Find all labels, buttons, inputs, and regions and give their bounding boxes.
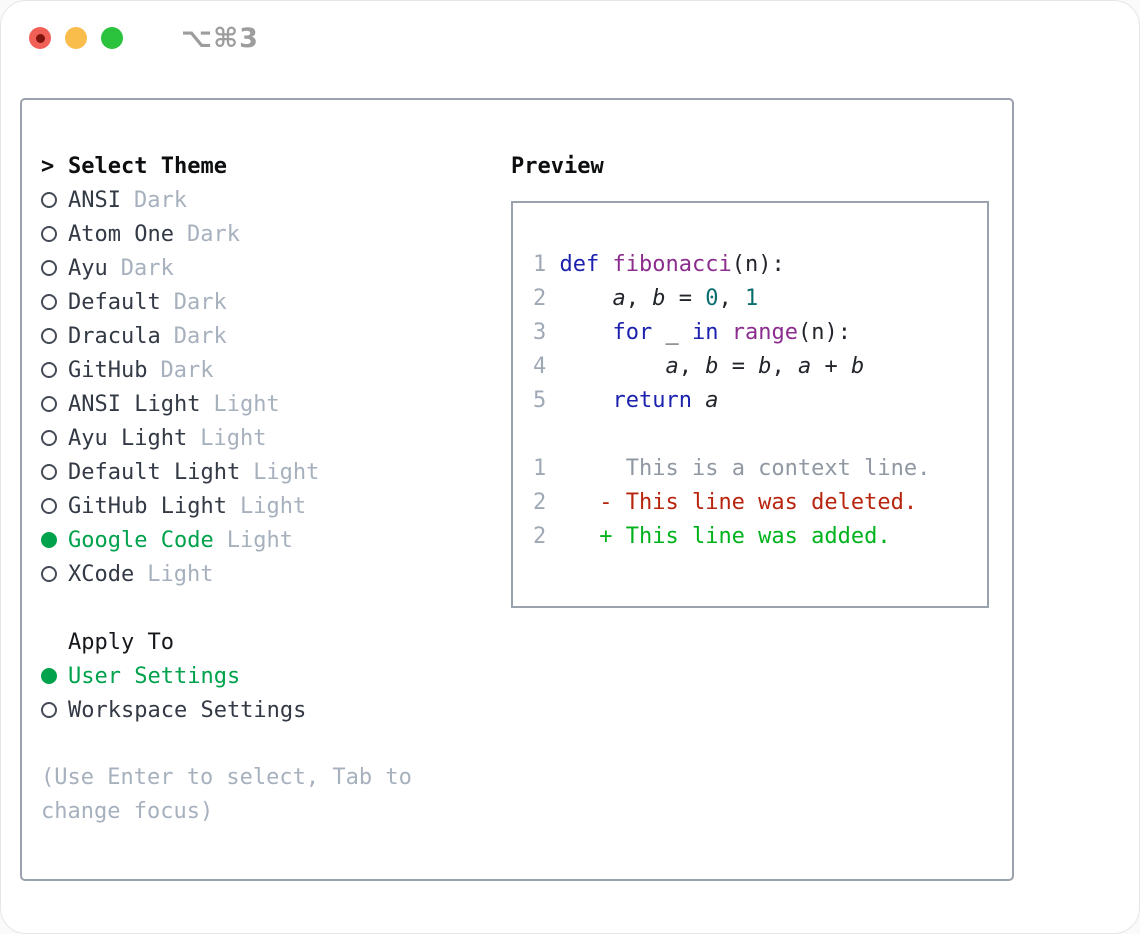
diff-deleted-line: 2 - This line was deleted. [533, 490, 918, 515]
radio-icon [41, 566, 68, 582]
radio-icon [41, 430, 68, 446]
apply-option-workspace-settings[interactable]: Workspace Settings [41, 693, 506, 727]
apply-to-header: Apply To [41, 625, 506, 659]
theme-item-atom-one[interactable]: Atom One Dark [41, 217, 506, 251]
theme-variant: Dark [173, 289, 227, 315]
diff-added-line: 2 + This line was added. [533, 524, 891, 549]
code-line-3: 3 for _ in range(n): [533, 320, 851, 345]
radio-icon [41, 294, 68, 310]
radio-icon [41, 702, 68, 718]
theme-item-ansi[interactable]: ANSI Dark [41, 183, 506, 217]
prompt-caret-icon: > [41, 153, 55, 179]
theme-item-ayu-light[interactable]: Ayu Light Light [41, 421, 506, 455]
theme-item-github-light[interactable]: GitHub Light Light [41, 489, 506, 523]
blank-line [533, 422, 987, 456]
theme-name: Default [68, 289, 161, 315]
apply-option-user-settings[interactable]: User Settings [41, 659, 506, 693]
theme-item-default[interactable]: Default Dark [41, 285, 506, 319]
titlebar: ⌥⌘3 [1, 1, 1139, 75]
code-line-1: 1 def fibonacci(n): [533, 252, 785, 277]
theme-name: GitHub Light [68, 493, 227, 519]
radio-icon [41, 226, 68, 242]
apply-option-label: User Settings [68, 663, 241, 689]
theme-item-google-code[interactable]: Google Code Light [41, 523, 506, 557]
theme-item-github[interactable]: GitHub Dark [41, 353, 506, 387]
radio-icon [41, 328, 68, 344]
theme-variant: Dark [173, 323, 227, 349]
radio-icon [41, 260, 68, 276]
theme-name: Dracula [68, 323, 161, 349]
spacer [41, 727, 506, 761]
spacer [41, 591, 506, 625]
radio-selected-icon [41, 668, 68, 684]
record-dot-icon [35, 33, 45, 43]
theme-variant: Light [239, 493, 307, 519]
select-theme-title: Select Theme [68, 153, 227, 179]
radio-icon [41, 498, 68, 514]
theme-name: Atom One [68, 221, 174, 247]
theme-variant: Light [200, 425, 267, 451]
radio-selected-icon [41, 532, 68, 548]
window-title: ⌥⌘3 [181, 22, 259, 54]
zoom-button[interactable] [101, 27, 123, 49]
preview-title: Preview [511, 153, 604, 179]
preview-column: Preview 1 def fibonacci(n): 2 a, b = 0, 1… [506, 149, 1012, 879]
theme-item-default-light[interactable]: Default Light Light [41, 455, 506, 489]
code-preview-box: 1 def fibonacci(n): 2 a, b = 0, 1 3 for _ … [511, 201, 989, 608]
theme-name: XCode [68, 561, 135, 587]
theme-variant: Dark [160, 357, 214, 383]
theme-variant: Dark [133, 187, 187, 213]
theme-variant: Dark [186, 221, 240, 247]
theme-item-xcode[interactable]: XCode Light [41, 557, 506, 591]
theme-item-dracula[interactable]: Dracula Dark [41, 319, 506, 353]
apply-to-title: Apply To [68, 629, 174, 655]
theme-name: Ayu Light [68, 425, 188, 451]
theme-item-ayu[interactable]: Ayu Dark [41, 251, 506, 285]
theme-variant: Light [213, 391, 280, 417]
theme-name: Default Light [68, 459, 241, 485]
theme-name: GitHub [68, 357, 148, 383]
code-line-5: 5 return a [533, 388, 719, 413]
theme-variant: Light [226, 527, 293, 553]
theme-name: ANSI [68, 187, 121, 213]
code-line-4: 4 a, b = b, a + b [533, 354, 865, 379]
close-button[interactable] [29, 27, 51, 49]
code-line-2: 2 a, b = 0, 1 [533, 286, 759, 311]
diff-context-line: 1 This is a context line. [533, 456, 931, 481]
theme-variant: Light [253, 459, 320, 485]
radio-icon [41, 396, 68, 412]
radio-icon [41, 464, 68, 480]
apply-option-label: Workspace Settings [68, 697, 307, 723]
theme-name: ANSI Light [68, 391, 201, 417]
select-theme-header: > Select Theme [41, 149, 506, 183]
minimize-button[interactable] [65, 27, 87, 49]
radio-icon [41, 362, 68, 378]
theme-variant: Dark [120, 255, 174, 281]
help-text: (Use Enter to select, Tab to change focu… [41, 765, 412, 824]
theme-variant: Light [147, 561, 214, 587]
theme-name: Ayu [68, 255, 108, 281]
theme-item-ansi-light[interactable]: ANSI Light Light [41, 387, 506, 421]
theme-name: Google Code [68, 527, 214, 553]
radio-icon [41, 192, 68, 208]
